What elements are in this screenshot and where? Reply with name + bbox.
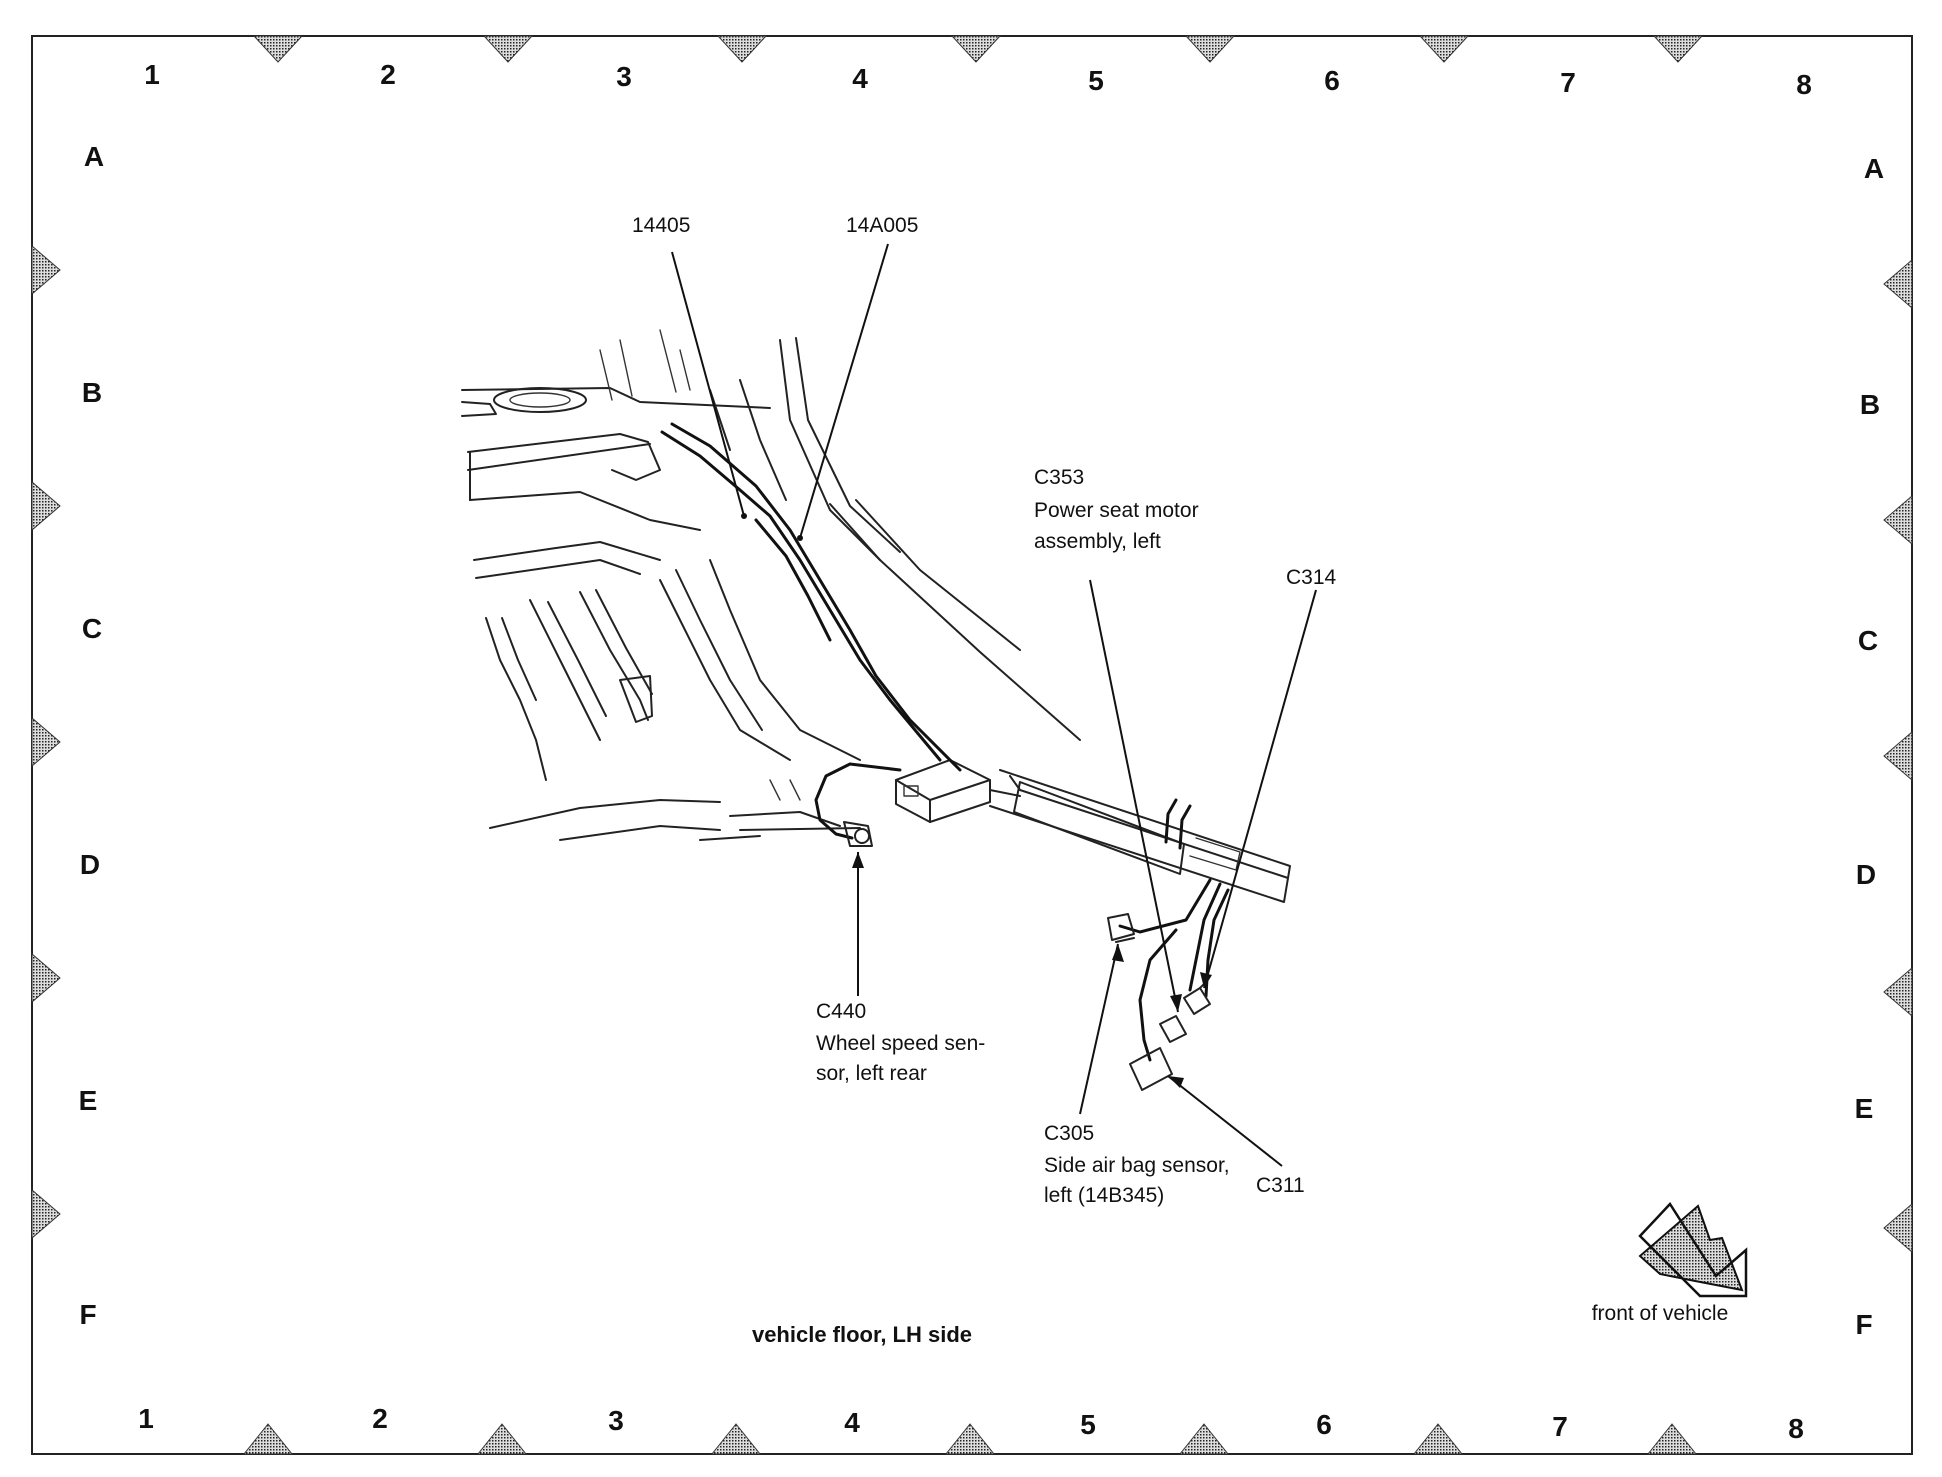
row-label: A (1864, 153, 1884, 184)
label-c305-desc: Side air bag sensor, (1044, 1154, 1230, 1177)
label-c440-desc: sor, left rear (816, 1062, 927, 1085)
label-14a005: 14A005 (846, 214, 918, 237)
col-label: 3 (616, 61, 632, 92)
front-of-vehicle-label: front of vehicle (1592, 1302, 1729, 1325)
col-label: 4 (844, 1407, 860, 1438)
label-c353-desc: assembly, left (1034, 530, 1161, 553)
col-label: 6 (1316, 1409, 1332, 1440)
label-c440-code: C440 (816, 1000, 866, 1023)
label-c305-code: C305 (1044, 1122, 1094, 1145)
col-label: 8 (1788, 1413, 1804, 1444)
vehicle-floor-drawing (461, 329, 1291, 1091)
leader-c314 (1203, 589, 1317, 989)
label-14405: 14405 (632, 214, 690, 237)
row-label: D (1856, 859, 1876, 890)
col-label: 2 (380, 59, 396, 90)
diagram-frame (31, 35, 1913, 1455)
label-c353-desc: Power seat motor (1034, 499, 1199, 522)
leader-c305 (1079, 943, 1119, 1115)
callout-leaders (671, 243, 1317, 1167)
callout-labels: 14405 14A005 C353 Power seat motor assem… (632, 214, 1337, 1207)
right-row-labels: A B C D E F (1855, 153, 1884, 1340)
c353-connector (1159, 1015, 1187, 1043)
col-label: 4 (852, 63, 868, 94)
bottom-column-labels: 1 2 3 4 5 6 7 8 (138, 1403, 1804, 1444)
row-label: F (79, 1299, 96, 1330)
col-label: 7 (1552, 1411, 1568, 1442)
col-label: 5 (1080, 1409, 1096, 1440)
label-c311: C311 (1256, 1174, 1305, 1197)
diagram-caption: vehicle floor, LH side (752, 1322, 972, 1347)
col-label: 3 (608, 1405, 624, 1436)
row-label: C (1858, 625, 1878, 656)
col-label: 8 (1796, 69, 1812, 100)
label-c305-desc: left (14B345) (1044, 1184, 1164, 1207)
left-edge-markers (31, 244, 61, 1240)
row-label: A (84, 141, 104, 172)
row-label: E (79, 1085, 98, 1116)
row-label: B (82, 377, 102, 408)
col-label: 7 (1560, 67, 1576, 98)
col-label: 5 (1088, 65, 1104, 96)
right-edge-markers (1883, 258, 1913, 1254)
col-label: 2 (372, 1403, 388, 1434)
col-label: 6 (1324, 65, 1340, 96)
top-column-labels: 1 2 3 4 5 6 7 8 (144, 59, 1812, 100)
row-label: B (1860, 389, 1880, 420)
leader-14405 (671, 251, 745, 517)
col-label: 1 (144, 59, 160, 90)
front-of-vehicle-arrow-icon (1638, 1201, 1748, 1298)
label-c353-code: C353 (1034, 466, 1084, 489)
label-c440-desc: Wheel speed sen- (816, 1032, 985, 1055)
top-edge-markers (252, 35, 1704, 63)
leader-14a005 (799, 243, 889, 539)
row-label: F (1855, 1309, 1872, 1340)
c305-connector (1107, 913, 1135, 941)
row-label: C (82, 613, 102, 644)
c314-connector (1183, 987, 1211, 1015)
left-row-labels: A B C D E F (79, 141, 104, 1330)
row-label: E (1855, 1093, 1874, 1124)
c311-connector (1129, 1047, 1173, 1091)
leader-c353 (1089, 579, 1179, 1013)
leader-c311 (1167, 1075, 1283, 1167)
label-c314: C314 (1286, 566, 1337, 589)
col-label: 1 (138, 1403, 154, 1434)
row-label: D (80, 849, 100, 880)
bottom-edge-markers (242, 1423, 1698, 1455)
